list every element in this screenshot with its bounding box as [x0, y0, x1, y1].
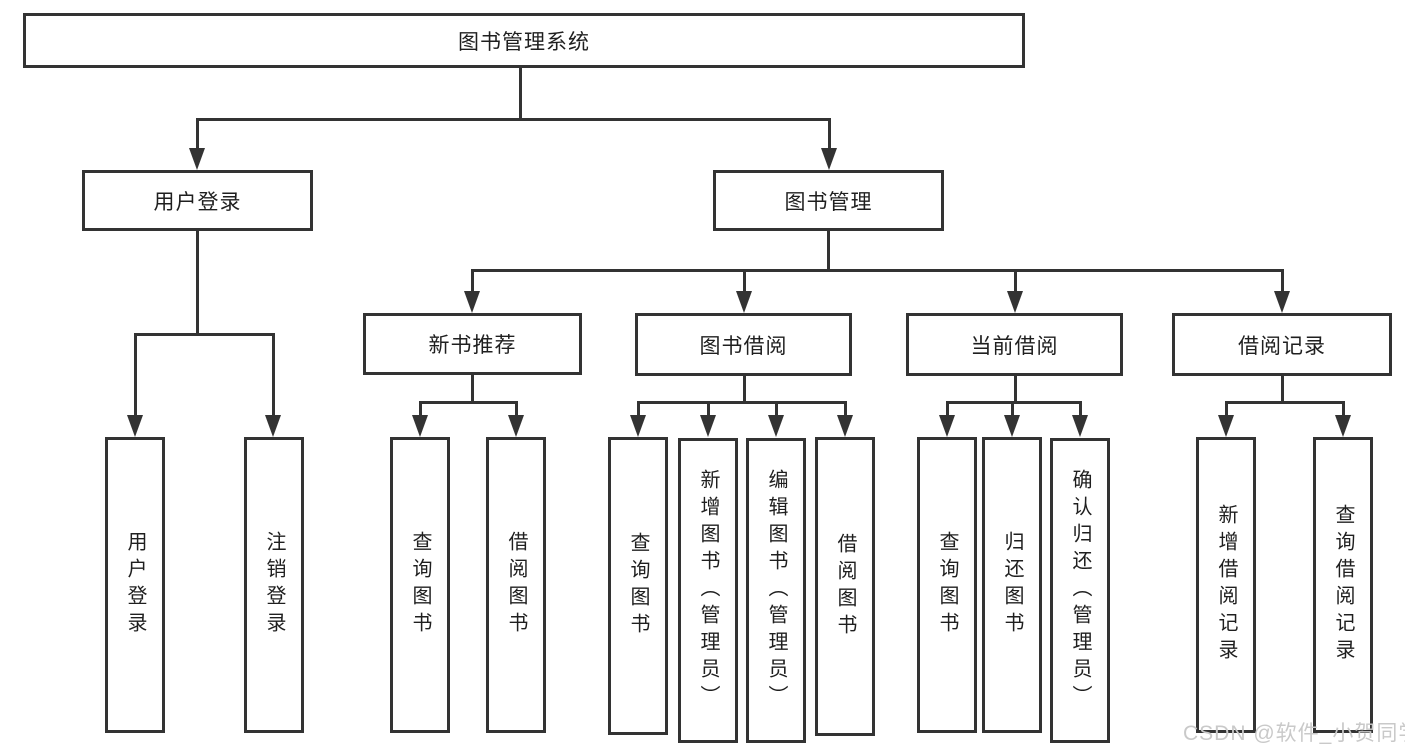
connector-vline: [196, 231, 199, 335]
leaf-user-login: 用户登录: [105, 437, 165, 733]
connector-vline: [272, 333, 275, 417]
connector-vline: [134, 333, 137, 417]
connector-arrowhead: [1007, 291, 1023, 313]
connector-hline: [471, 269, 1283, 272]
connector-arrowhead: [768, 415, 784, 437]
leaf-add-books-admin: 新增图书（管理员）: [678, 438, 738, 743]
connector-vline: [1281, 269, 1284, 293]
connector-hline: [134, 333, 275, 336]
connector-vline: [1281, 376, 1284, 403]
connector-arrowhead: [189, 148, 205, 170]
node-label: 图书管理: [784, 190, 873, 214]
node-label: 查询图书: [936, 531, 958, 639]
connector-arrowhead: [127, 415, 143, 437]
connector-vline: [1011, 401, 1014, 417]
node-label: 查询图书: [409, 531, 431, 639]
leaf-edit-books-admin: 编辑图书（管理员）: [746, 438, 806, 743]
connector-arrowhead: [837, 415, 853, 437]
connector-arrowhead: [1335, 415, 1351, 437]
node-label: 确认归还（管理员）: [1069, 469, 1091, 712]
node-new-book-recommend: 新书推荐: [363, 313, 582, 375]
leaf-add-borrow-record: 新增借阅记录: [1196, 437, 1256, 733]
node-book-borrowing: 图书借阅: [635, 313, 852, 376]
node-label: 查询图书: [627, 532, 649, 640]
leaf-borrow-books-recommend: 借阅图书: [486, 437, 546, 733]
node-label: 用户登录: [153, 190, 242, 214]
leaf-borrow-books: 借阅图书: [815, 437, 875, 736]
node-user-login: 用户登录: [82, 170, 313, 231]
connector-hline: [946, 401, 1082, 404]
connector-vline: [775, 401, 778, 417]
watermark-text: CSDN @软件_小贺同学: [1183, 722, 1405, 745]
node-label: 新增图书（管理员）: [697, 469, 719, 712]
leaf-query-borrow-record: 查询借阅记录: [1313, 437, 1373, 733]
node-label: 借阅图书: [834, 532, 856, 641]
connector-hline: [196, 118, 831, 121]
node-label: 新增借阅记录: [1215, 504, 1237, 666]
connector-arrowhead: [1218, 415, 1234, 437]
connector-arrowhead: [1274, 291, 1290, 313]
node-label: 编辑图书（管理员）: [765, 469, 787, 712]
node-label: 归还图书: [1001, 531, 1023, 639]
node-borrowing-records: 借阅记录: [1172, 313, 1392, 376]
connector-vline: [827, 231, 830, 271]
connector-vline: [637, 401, 640, 417]
node-label: 借阅记录: [1238, 334, 1326, 358]
leaf-query-books-recommend: 查询图书: [390, 437, 450, 733]
node-label: 当前借阅: [970, 334, 1059, 358]
connector-arrowhead: [736, 291, 752, 313]
leaf-logout: 注销登录: [244, 437, 304, 733]
connector-vline: [1342, 401, 1345, 417]
connector-arrowhead: [464, 291, 480, 313]
connector-vline: [1225, 401, 1228, 417]
connector-vline: [946, 401, 949, 417]
connector-vline: [1014, 269, 1017, 293]
connector-hline: [1225, 401, 1344, 404]
connector-vline: [844, 401, 847, 417]
connector-hline: [419, 401, 518, 404]
node-label: 用户登录: [124, 531, 146, 639]
connector-hline: [637, 401, 847, 404]
connector-vline: [1079, 401, 1082, 417]
connector-vline: [196, 118, 199, 150]
connector-vline: [743, 376, 746, 403]
node-library-system: 图书管理系统: [23, 13, 1025, 68]
connector-arrowhead: [265, 415, 281, 437]
connector-vline: [707, 401, 710, 417]
connector-vline: [828, 118, 831, 150]
connector-vline: [519, 68, 522, 120]
connector-arrowhead: [1004, 415, 1020, 437]
node-book-management: 图书管理: [713, 170, 944, 231]
connector-arrowhead: [821, 148, 837, 170]
node-current-borrowing: 当前借阅: [906, 313, 1123, 376]
connector-vline: [419, 401, 422, 417]
node-label: 查询借阅记录: [1332, 504, 1354, 666]
connector-arrowhead: [412, 415, 428, 437]
connector-vline: [471, 375, 474, 403]
node-label: 借阅图书: [505, 531, 527, 639]
leaf-query-books-borrowing: 查询图书: [608, 437, 668, 735]
node-label: 注销登录: [263, 531, 285, 639]
connector-arrowhead: [1072, 415, 1088, 437]
leaf-confirm-return-admin: 确认归还（管理员）: [1050, 438, 1110, 743]
leaf-return-books: 归还图书: [982, 437, 1042, 733]
connector-arrowhead: [508, 415, 524, 437]
connector-arrowhead: [630, 415, 646, 437]
leaf-query-books-current: 查询图书: [917, 437, 977, 733]
connector-arrowhead: [939, 415, 955, 437]
node-label: 图书管理系统: [458, 30, 590, 54]
connector-vline: [743, 269, 746, 293]
connector-arrowhead: [700, 415, 716, 437]
connector-vline: [471, 269, 474, 293]
connector-vline: [1014, 376, 1017, 403]
connector-vline: [515, 401, 518, 417]
node-label: 图书借阅: [699, 334, 788, 358]
node-label: 新书推荐: [428, 334, 517, 357]
